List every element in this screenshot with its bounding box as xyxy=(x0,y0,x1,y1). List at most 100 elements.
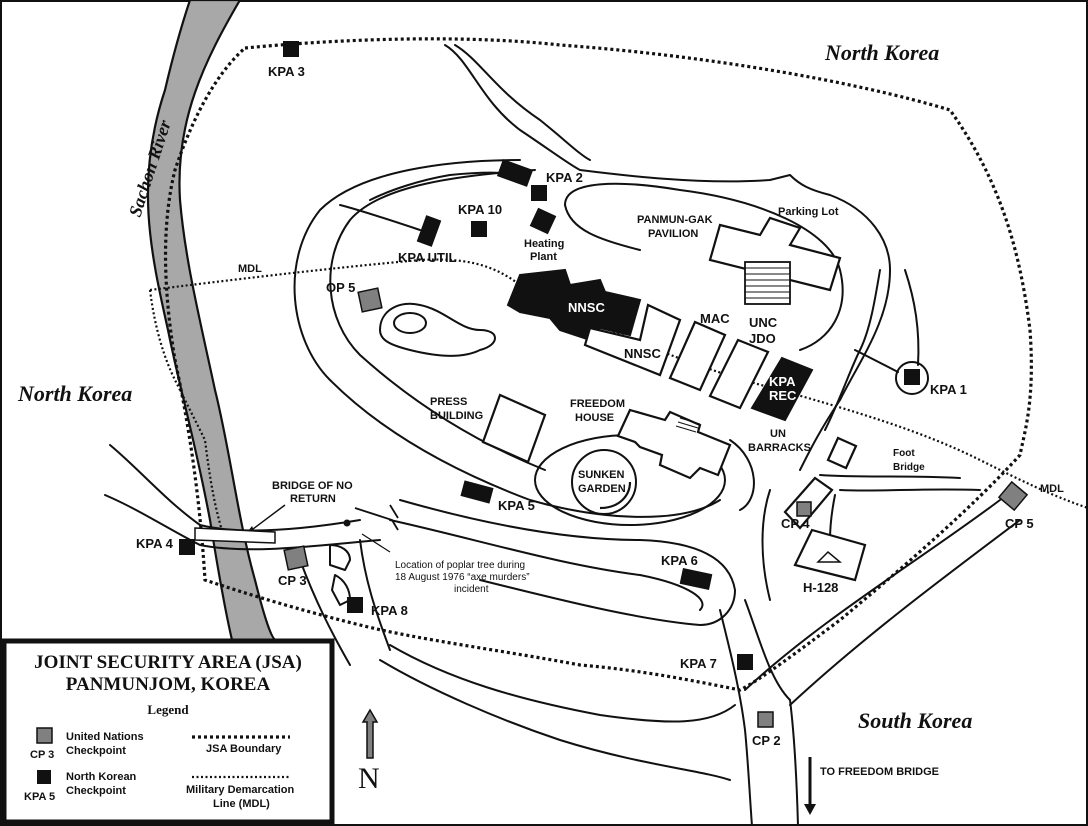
panmungak-label-1: PANMUN-GAK xyxy=(637,214,713,226)
road-cp5-b xyxy=(789,519,1021,706)
parking-lot-label: Parking Lot xyxy=(778,206,839,218)
freedom-house-label-2: HOUSE xyxy=(575,412,614,424)
kpa10-label: KPA 10 xyxy=(458,202,502,217)
panmungak-stairs xyxy=(744,261,791,305)
press-label-1: PRESS xyxy=(430,396,467,408)
kpa-rec-label-1: KPA xyxy=(769,374,796,389)
road-footbridge-a xyxy=(819,474,961,479)
legend-mdl-label-2: Line (MDL) xyxy=(213,798,270,810)
poplar-road-ticks xyxy=(354,504,399,531)
checkpoint-op5-icon xyxy=(357,287,383,313)
sunken-garden-arc xyxy=(599,481,632,510)
road-cp3-island2 xyxy=(331,574,351,606)
poplar-tree-marker xyxy=(343,519,351,527)
kpa4-label: KPA 4 xyxy=(136,536,174,551)
checkpoint-kpa5-icon xyxy=(460,480,494,504)
road-cp2-east xyxy=(744,599,799,826)
bridge-no-return-label-1: BRIDGE OF NO xyxy=(272,480,353,492)
road-network xyxy=(104,44,1021,826)
building-unc-jdo xyxy=(708,338,770,410)
building-small-east xyxy=(826,436,858,470)
road-south-west xyxy=(379,659,731,781)
cp4-label: CP 4 xyxy=(781,516,810,531)
road-cp3-b xyxy=(359,539,391,651)
checkpoint-cp3-icon xyxy=(283,545,309,571)
building-heating-plant xyxy=(529,207,557,235)
checkpoint-kpa4-icon xyxy=(179,539,195,555)
mdl-river-segment xyxy=(148,289,227,541)
road-kpa-util xyxy=(369,171,521,201)
road-h128-b xyxy=(829,494,836,541)
road-lower-loop xyxy=(399,499,736,626)
road-kpa1-circle xyxy=(895,361,929,395)
poplar-note-3: incident xyxy=(454,584,489,595)
heating-plant-label-2: Plant xyxy=(530,251,557,263)
freedom-house-label-1: FREEDOM xyxy=(570,398,625,410)
road-op5-circle xyxy=(393,312,427,334)
kpa8-label: KPA 8 xyxy=(371,603,408,618)
building-freedom-house xyxy=(616,408,732,480)
region-north-korea-left: North Korea xyxy=(17,381,132,406)
mdl-label-east: MDL xyxy=(1040,483,1064,495)
legend-un-example: CP 3 xyxy=(30,749,54,761)
building-nnsc-white xyxy=(583,303,682,377)
legend-nk-label-1: North Korean xyxy=(66,771,137,783)
to-freedom-bridge-label: TO FREEDOM BRIDGE xyxy=(820,766,939,778)
building-kpa-rec xyxy=(750,356,814,422)
road-east-kpa1 xyxy=(824,269,881,431)
press-label-2: BUILDING xyxy=(430,410,483,422)
legend-un-label-1: United Nations xyxy=(66,731,144,743)
sunken-garden-label-1: SUNKEN xyxy=(578,469,625,481)
sunken-garden-outer xyxy=(571,449,637,515)
checkpoint-kpa6-icon xyxy=(679,568,713,590)
road-lower-inner xyxy=(389,519,704,611)
legend-nk-example: KPA 5 xyxy=(24,791,55,803)
kpa6-label: KPA 6 xyxy=(661,553,698,568)
road-h128-a xyxy=(761,489,771,601)
panmungak-label-2: PAVILION xyxy=(648,228,698,240)
road-op5-loop xyxy=(379,302,496,357)
kpa-rec-label-2: REC xyxy=(769,388,797,403)
road-kpa-util-spur xyxy=(339,204,421,231)
foot-bridge-label-2: Bridge xyxy=(893,462,925,473)
poplar-note-2: 18 August 1976 “axe murders” xyxy=(395,572,530,583)
road-west-loop-inner xyxy=(329,169,546,471)
cp2-label: CP 2 xyxy=(752,733,781,748)
cp3-label: CP 3 xyxy=(278,573,307,588)
unc-jdo-label-2: JDO xyxy=(749,331,776,346)
unc-jdo-label-1: UNC xyxy=(749,315,778,330)
north-arrow-icon xyxy=(361,708,379,759)
checkpoint-kpa8-icon xyxy=(347,597,363,613)
checkpoint-kpa7-icon xyxy=(737,654,753,670)
map-title-line2: PANMUNJOM, KOREA xyxy=(66,674,271,695)
poplar-note-1: Location of poplar tree during xyxy=(395,560,525,571)
kpa1-label: KPA 1 xyxy=(930,382,967,397)
un-barracks-label-1: UN xyxy=(770,428,786,440)
road-south-west-b xyxy=(389,644,736,723)
bridge-no-return-label-2: RETURN xyxy=(290,493,336,505)
road-pavilion-loop xyxy=(564,182,844,351)
mac-label: MAC xyxy=(700,311,730,326)
kpa3-label: KPA 3 xyxy=(268,64,305,79)
h128-label: H-128 xyxy=(803,580,838,595)
road-kpa1-steps xyxy=(854,349,899,373)
compass-north-label: N xyxy=(358,762,380,795)
road-cp5-a xyxy=(744,499,1001,691)
legend-box: JOINT SECURITY AREA (JSA) PANMUNJOM, KOR… xyxy=(1,638,335,825)
kpa7-label: KPA 7 xyxy=(680,656,717,671)
road-east-kpa1-b xyxy=(904,269,920,366)
compass: N xyxy=(358,708,380,795)
building-kpa2-annex xyxy=(496,159,534,187)
kpa-util-label: KPA UTIL xyxy=(398,250,457,265)
kpa5-label: KPA 5 xyxy=(498,498,535,513)
nnsc-black-label: NNSC xyxy=(568,300,605,315)
un-barracks-label-2: BARRACKS xyxy=(748,442,811,454)
building-kpa-util xyxy=(416,215,442,247)
op5-label: OP 5 xyxy=(326,280,355,295)
legend-heading: Legend xyxy=(147,702,189,717)
cp5-label: CP 5 xyxy=(1005,516,1034,531)
checkpoint-kpa3-icon xyxy=(283,41,299,57)
region-north-korea-top: North Korea xyxy=(824,40,939,65)
checkpoint-cp2-icon xyxy=(757,711,774,728)
